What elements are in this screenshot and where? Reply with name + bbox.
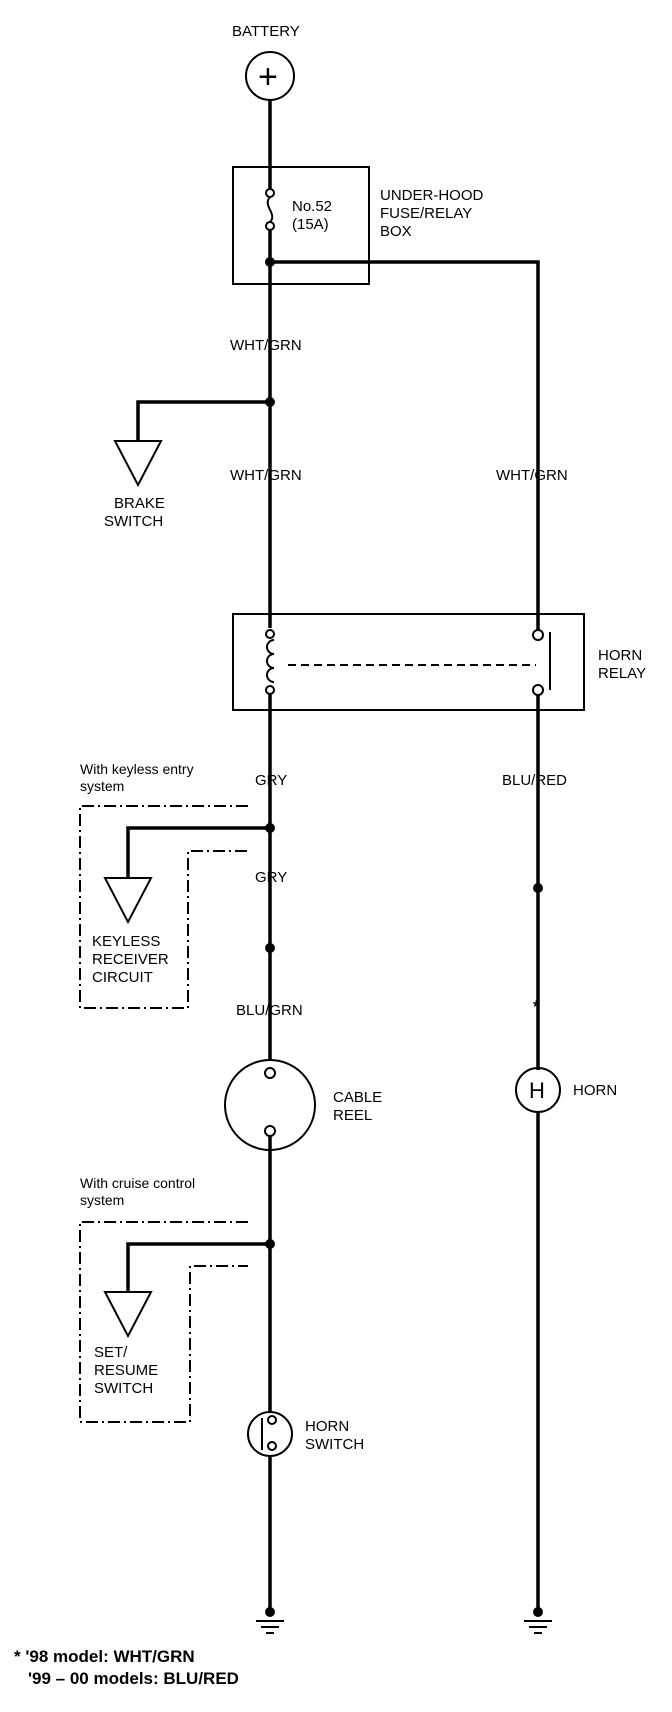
ground-right-icon [524, 1607, 552, 1634]
wire-to-keyless-receiver [126, 826, 270, 878]
horn-switch-label-1: HORN [305, 1418, 349, 1435]
ground-left-icon [256, 1607, 284, 1634]
fuse-relay-box [232, 166, 370, 285]
cruise-option-boundary [79, 1221, 248, 1423]
wire-label-wht-grn-3: WHT/GRN [496, 467, 568, 484]
fuse-52 [265, 188, 275, 231]
fuse-rating: (15A) [292, 216, 329, 233]
wire-label-wht-grn-2: WHT/GRN [230, 467, 302, 484]
cable-reel-terminal-top [264, 1067, 276, 1079]
keyless-receiver-triangle [103, 877, 153, 925]
cruise-option-label-2: system [80, 1192, 124, 1208]
wire-label-blu-red: BLU/RED [502, 772, 567, 789]
horn-label: HORN [573, 1082, 617, 1099]
brake-switch-label-2: SWITCH [104, 513, 163, 530]
wire-label-blu-grn: BLU/GRN [236, 1002, 303, 1019]
wire-label-gry-2: GRY [255, 869, 287, 886]
fuse-box-label-2: FUSE/RELAY [380, 205, 472, 222]
horn-relay-label-2: RELAY [598, 665, 646, 682]
keyless-option-boundary [79, 805, 248, 1009]
cable-reel-label-2: REEL [333, 1107, 372, 1124]
battery-label: BATTERY [232, 23, 300, 40]
brake-switch-triangle [113, 440, 163, 488]
keyless-label-1: KEYLESS [92, 933, 160, 950]
horn-relay-box [232, 613, 585, 711]
keyless-option-label-1: With keyless entry [80, 761, 194, 777]
wire-to-brake-switch [136, 400, 270, 441]
wire-to-horn-relay-contacts [270, 260, 540, 631]
fuse-box-label-3: BOX [380, 223, 412, 240]
footnote-line-2: '99 – 00 models: BLU/RED [28, 1669, 239, 1688]
connector-node-gry [265, 943, 275, 953]
horn-switch-label-2: SWITCH [305, 1436, 364, 1453]
wire-label-gry-1: GRY [255, 772, 287, 789]
set-resume-label-2: RESUME [94, 1362, 158, 1379]
wire-label-wht-grn-1: WHT/GRN [230, 337, 302, 354]
keyless-label-3: CIRCUIT [92, 969, 153, 986]
horn-icon: H [515, 1067, 561, 1113]
fuse-box-label-1: UNDER-HOOD [380, 187, 483, 204]
wire-color-asterisk: * [533, 997, 540, 1016]
set-resume-label-1: SET/ [94, 1344, 128, 1361]
fuse-number: No.52 [292, 198, 332, 215]
cable-reel-label-1: CABLE [333, 1089, 382, 1106]
connector-node-blu-red [533, 883, 543, 893]
horn-relay-coil [265, 629, 275, 695]
cruise-option-label-1: With cruise control [80, 1175, 195, 1191]
keyless-option-label-2: system [80, 778, 124, 794]
set-resume-label-3: SWITCH [94, 1380, 153, 1397]
horn-relay-contacts [532, 629, 551, 696]
brake-switch-label-1: BRAKE [114, 495, 165, 512]
wire-to-set-resume-switch [126, 1242, 270, 1292]
horn-switch [247, 1411, 293, 1457]
battery-plus: + [258, 58, 278, 96]
cable-reel-terminal-bottom [264, 1125, 276, 1137]
set-resume-triangle [103, 1291, 153, 1339]
horn-relay-label-1: HORN [598, 647, 642, 664]
footnote-line-1: * '98 model: WHT/GRN [14, 1647, 195, 1666]
keyless-label-2: RECEIVER [92, 951, 169, 968]
battery-symbol: + [245, 51, 295, 101]
horn-symbol-letter: H [529, 1078, 545, 1103]
